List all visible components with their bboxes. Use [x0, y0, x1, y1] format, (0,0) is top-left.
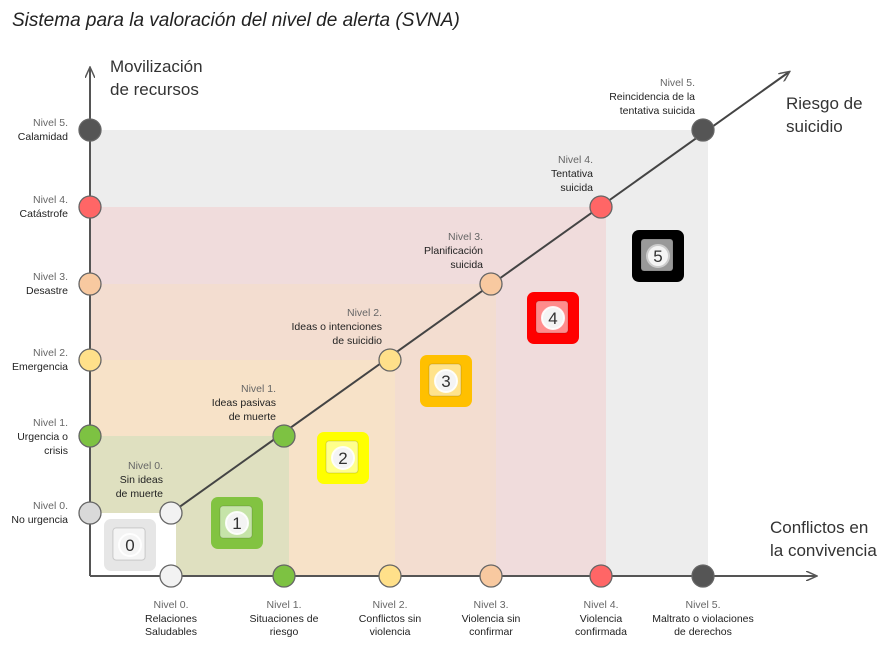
- number-badge: [646, 244, 670, 268]
- y-level-number: Nivel 2.: [33, 347, 68, 359]
- x-level-number: Nivel 1.: [266, 599, 301, 611]
- building-icon-level-1: 1: [211, 497, 263, 549]
- number-badge: [541, 306, 565, 330]
- x-level-marker-2: [378, 564, 402, 588]
- y-axis-title: Movilización: [110, 57, 203, 76]
- diagram-title: Sistema para la valoración del nivel de …: [12, 10, 460, 31]
- icon-number: 1: [232, 514, 241, 533]
- x-level-label: Situaciones de: [250, 613, 319, 625]
- x-level-marker-4: [589, 564, 613, 588]
- icon-number: 0: [125, 536, 134, 555]
- x-level-marker-0: [159, 564, 183, 588]
- diagonal-level-label: suicida: [560, 182, 593, 194]
- y-level-label: Emergencia: [12, 361, 68, 373]
- diagonal-level-label: tentativa suicida: [620, 105, 695, 117]
- diagonal-level-label: Ideas o intenciones: [292, 321, 382, 333]
- number-badge: [225, 511, 249, 535]
- y-level-marker-1: [78, 424, 102, 448]
- diagonal-level-number: Nivel 1.: [241, 383, 276, 395]
- x-level-label: Saludables: [145, 626, 197, 638]
- y-level-label: Urgencia o: [17, 431, 68, 443]
- y-level-marker-0: [78, 501, 102, 525]
- x-level-marker-3: [479, 564, 503, 588]
- x-level-label: confirmar: [469, 626, 513, 638]
- icon-number: 5: [653, 247, 662, 266]
- y-level-marker-5: [78, 118, 102, 142]
- diagonal-level-label: de suicidio: [332, 335, 382, 347]
- y-level-number: Nivel 1.: [33, 417, 68, 429]
- x-level-label: Violencia: [580, 613, 623, 625]
- diagonal-level-number: Nivel 3.: [448, 231, 483, 243]
- y-level-number: Nivel 5.: [33, 117, 68, 129]
- number-badge: [331, 446, 355, 470]
- diagonal-level-label: de muerte: [116, 488, 163, 500]
- y-level-marker-3: [78, 272, 102, 296]
- number-badge: [118, 533, 142, 557]
- y-level-number: Nivel 4.: [33, 194, 68, 206]
- diagonal-level-number: Nivel 4.: [558, 154, 593, 166]
- x-level-label: confirmada: [575, 626, 627, 638]
- icon-number: 2: [338, 449, 347, 468]
- building-icon-level-0: 0: [104, 519, 156, 571]
- icon-number: 3: [441, 372, 450, 391]
- diagonal-axis-title: suicidio: [786, 117, 843, 136]
- y-level-label: Catástrofe: [20, 208, 69, 220]
- number-badge: [434, 369, 458, 393]
- y-level-marker-4: [78, 195, 102, 219]
- diagonal-level-number: Nivel 5.: [660, 77, 695, 89]
- building-icon-level-4: 4: [527, 292, 579, 344]
- diagonal-level-number: Nivel 0.: [128, 460, 163, 472]
- building-icon-level-3: 3: [420, 355, 472, 407]
- y-level-number: Nivel 3.: [33, 271, 68, 283]
- diagonal-level-label: Ideas pasivas: [212, 397, 276, 409]
- y-level-number: Nivel 0.: [33, 500, 68, 512]
- x-level-number: Nivel 4.: [583, 599, 618, 611]
- x-level-label: Violencia sin: [462, 613, 521, 625]
- diagonal-axis-title: Riesgo de: [786, 94, 863, 113]
- y-level-marker-2: [78, 348, 102, 372]
- x-level-marker-5: [691, 564, 715, 588]
- y-level-label: Desastre: [26, 285, 68, 297]
- x-level-number: Nivel 3.: [473, 599, 508, 611]
- diagonal-level-label: Tentativa: [551, 168, 593, 180]
- diagonal-level-marker-3: [479, 272, 503, 296]
- diagonal-level-marker-4: [589, 195, 613, 219]
- y-axis-title: de recursos: [110, 80, 199, 99]
- diagonal-level-label: Reincidencia de la: [609, 91, 695, 103]
- y-level-label: No urgencia: [11, 514, 68, 526]
- x-level-marker-1: [272, 564, 296, 588]
- x-level-label: Conflictos sin: [359, 613, 422, 625]
- diagonal-level-marker-5: [691, 118, 715, 142]
- x-axis-title: la convivencia: [770, 541, 877, 560]
- x-level-label: Maltrato o violaciones: [652, 613, 754, 625]
- x-level-label: de derechos: [674, 626, 732, 638]
- icon-number: 4: [548, 309, 557, 328]
- diagonal-level-marker-1: [272, 424, 296, 448]
- x-level-number: Nivel 0.: [153, 599, 188, 611]
- diagonal-level-number: Nivel 2.: [347, 307, 382, 319]
- diagonal-level-label: suicida: [450, 259, 483, 271]
- x-level-label: violencia: [370, 626, 411, 638]
- diagonal-level-label: Sin ideas: [120, 474, 163, 486]
- diagonal-level-marker-0: [159, 501, 183, 525]
- y-level-label: crisis: [44, 445, 68, 457]
- y-level-label: Calamidad: [18, 131, 68, 143]
- x-level-label: riesgo: [270, 626, 299, 638]
- x-axis-title: Conflictos en: [770, 518, 868, 537]
- x-level-label: Relaciones: [145, 613, 197, 625]
- building-icon-level-5: 5: [632, 230, 684, 282]
- x-level-number: Nivel 2.: [372, 599, 407, 611]
- diagonal-level-marker-2: [378, 348, 402, 372]
- diagonal-level-label: Planificación: [424, 245, 483, 257]
- building-icon-level-2: 2: [317, 432, 369, 484]
- x-level-number: Nivel 5.: [685, 599, 720, 611]
- diagonal-level-label: de muerte: [229, 411, 276, 423]
